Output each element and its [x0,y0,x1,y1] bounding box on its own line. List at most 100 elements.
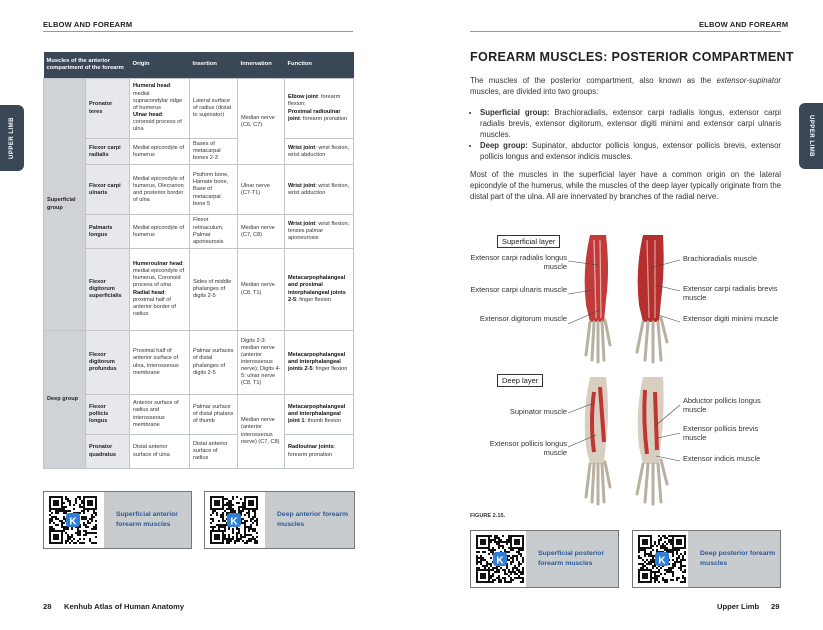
side-tab-label: UPPER LIMB [9,116,15,160]
callout-supinator: Supinator muscle [509,407,567,416]
table-row: Flexor carpi radialis Medial epicondyle … [44,137,354,166]
footer-title: Kenhub Atlas of Human Anatomy [64,602,185,611]
leader-lines [567,259,681,462]
deep-layer-label: Deep layer [497,374,544,387]
qr-card-label: Deep posterior forearm muscles [688,531,780,587]
origin-cell: Medial epicondyle of humerus [129,214,190,250]
header-insertion: Insertion [189,52,238,79]
qr-card-deep-posterior[interactable]: K Deep posterior forearm muscles [632,530,781,588]
qr-code-icon: K [49,496,97,544]
innervation-cell: Median nerve (C7, C8) [237,214,285,250]
footer-title-right: Upper Limb [717,602,760,611]
innervation-cell: Median nerve (anterior interosseous nerv… [237,394,285,470]
insertion-cell: Flexor retinaculum, Palmar aponeurosis [189,214,238,250]
header-origin: Origin [129,52,190,79]
innervation-cell: Median nerve (C8, T1) [237,248,285,332]
insertion-cell: Distal anterior surface of radius [189,434,238,470]
qr-badge-letter: K [658,556,666,567]
qr-card-superficial-anterior[interactable]: K Superficial anterior forearm muscles [43,491,192,549]
insertion-cell: Pisiform bone, Hamate bone, Base of meta… [189,164,238,216]
muscle-name: Flexor carpi ulnaris [85,164,130,216]
qr-card-label: Superficial anterior forearm muscles [104,492,191,548]
qr-badge-letter: K [69,517,77,528]
innervation-cell: Ulnar nerve (C7-T1) [237,164,285,216]
header-innervation: Innervation [237,52,285,79]
side-tab[interactable]: UPPER LIMB [0,105,24,171]
side-tab-label: UPPER LIMB [808,114,814,158]
callout-edm: Extensor digiti minimi muscle [683,314,779,323]
deep-forearm-illustration [584,377,669,506]
list-item: Superficial group: Brachioradialis, exte… [480,107,781,140]
innervation-cell: Median nerve (C6, C7) [237,77,285,166]
body-paragraph: Most of the muscles in the superficial l… [470,170,781,202]
list-item: Deep group: Supinator, abductor pollicis… [480,140,781,162]
callout-ecrb: Extensor carpi radialis brevis muscle [683,284,778,302]
function-cell: Wrist joint: wrist flexion; tenses palma… [284,214,354,250]
function-cell: Radioulnar joints: forearm pronation [284,434,354,470]
muscle-name: Pronator quadratus [85,434,130,470]
callout-brachioradialis: Brachioradialis muscle [683,254,757,263]
origin-cell: Medial epicondyle of humerus [129,137,190,166]
callout-ecu: Extensor carpi ulnaris muscle [470,285,567,294]
qr-code-icon: K [210,496,258,544]
muscle-name: Flexor digitorum superficialis [85,248,130,332]
running-head-right: ELBOW AND FOREARM [699,20,789,29]
function-cell: Wrist joint: wrist flexion, wrist adduct… [284,164,354,216]
intro-paragraph: The muscles of the posterior compartment… [470,76,781,97]
side-tab-right[interactable]: UPPER LIMB [799,103,823,169]
group-label-deep: Deep group [43,330,86,470]
anterior-forearm-table: Muscles of the anterior compartment of t… [43,52,354,470]
origin-cell: Medial epicondyle of humerus, Olecranon … [129,164,190,216]
qr-code-icon: K [638,535,686,583]
header-function: Function [284,52,354,79]
qr-code-icon: K [476,535,524,583]
qr-card-label: Superficial posterior forearm muscles [526,531,618,587]
callout-epb: Extensor pollicis brevis muscle [683,424,759,442]
table-row: Palmaris longus Medial epicondyle of hum… [44,214,354,250]
function-cell: Elbow joint: forearm flexion;Proximal ra… [284,78,354,139]
insertion-cell: Bases of metacarpal bones 2-3 [189,137,238,166]
muscle-name: Pronator teres [85,78,130,139]
origin-cell: Distal anterior surface of ulna [129,434,190,470]
insertion-cell: Sides of middle phalanges of digits 2-5 [189,248,238,332]
qr-card-label: Deep anterior forearm muscles [265,492,354,548]
table-row: Superficial group Pronator teres Humeral… [43,77,354,332]
header-rule-right [470,31,781,32]
callout-apl: Abductor pollicis longus muscle [683,396,761,414]
table-row: Flexor digitorum superficialis Humerouln… [44,248,354,332]
figure-caption: FIGURE 2.15. [470,513,506,519]
muscle-name: Flexor carpi radialis [85,137,130,166]
muscle-name: Flexor pollicis longus [85,394,130,436]
origin-cell: Anterior surface of radius and interosse… [129,394,190,436]
innervation-cell: Digits 2-3: median nerve (anterior inter… [237,330,285,396]
running-head: ELBOW AND FOREARM [43,20,133,29]
group-label-superficial: Superficial group [43,77,86,332]
qr-badge-letter: K [496,556,504,567]
origin-cell: Humeral head: medial supracondylar ridge… [129,78,190,139]
callout-ed: Extensor digitorum muscle [479,314,567,323]
function-cell: Metacarpophalangeal and interphalangeal … [284,394,354,436]
left-page: ELBOW AND FOREARM UPPER LIMB Muscles of … [0,0,411,630]
muscle-name: Flexor digitorum profundus [85,330,130,396]
footer-page-number-right: 29 [771,602,780,611]
insertion-cell: Lateral surface of radius (distal to sup… [189,78,238,139]
superficial-layer-label: Superficial layer [497,235,561,248]
callout-ecrl: Extensor carpi radialis longus muscle [470,253,567,271]
function-cell: Metacarpophalangeal and proximal interph… [284,248,354,332]
qr-badge-letter: K [230,517,238,528]
footer-page-number: 28 [43,602,52,611]
muscle-name: Palmaris longus [85,214,130,250]
table-row: Flexor pollicis longus Anterior surface … [44,394,354,470]
qr-card-deep-anterior[interactable]: K Deep anterior forearm muscles [204,491,355,549]
qr-card-superficial-posterior[interactable]: K Superficial posterior forearm muscles [470,530,619,588]
origin-cell: Humeroulnar head: medial epicondyle of h… [129,248,190,332]
insertion-cell: Palmar surface of distal phalanx of thum… [189,394,238,436]
table-row: Deep group Flexor digitorum profundus Pr… [43,330,354,470]
callout-epl: Extensor pollicis longus muscle [489,439,567,457]
groups-list: Superficial group: Brachioradialis, exte… [470,107,781,162]
header-rule [43,31,353,32]
origin-cell: Proximal half of anterior surface of uln… [129,330,190,396]
function-cell: Wrist joint: wrist flexion, wrist abduct… [284,137,354,166]
page-title: FOREARM MUSCLES: POSTERIOR COMPARTMENT [470,50,794,64]
table-row: Flexor carpi ulnaris Medial epicondyle o… [44,164,354,216]
